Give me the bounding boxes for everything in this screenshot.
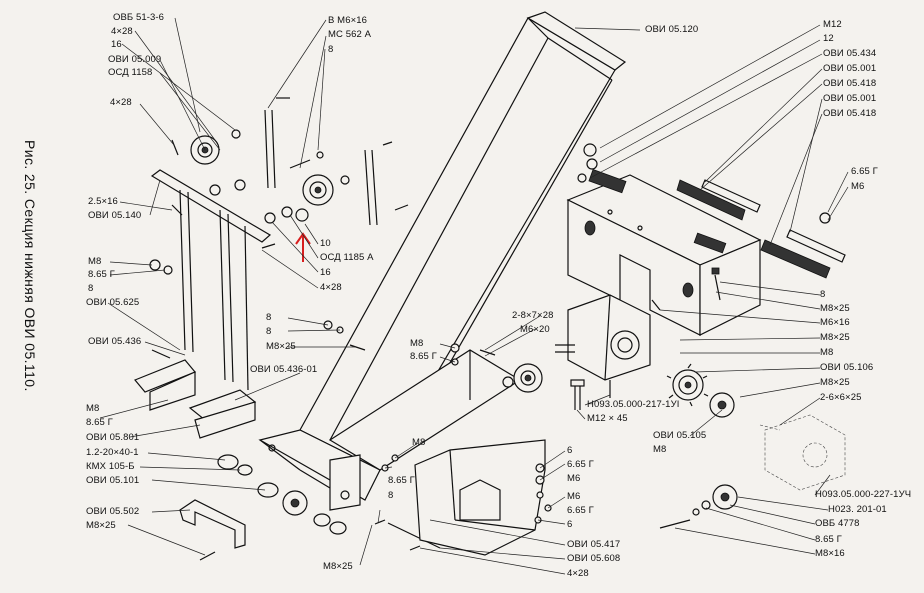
gearbox-227 [759, 414, 846, 491]
part-label: 2-6×6×25 [820, 392, 862, 403]
part-label: ОСД 1185 А [320, 252, 374, 263]
part-label: М8×16 [815, 548, 845, 559]
part-label: 6 [567, 445, 573, 456]
part-label: 16 [320, 267, 331, 278]
bolt-m12 [570, 379, 585, 410]
part-label: М8×25 [266, 341, 296, 352]
part-label: 6.65 Г [567, 505, 594, 516]
part-label: М8 [412, 437, 426, 448]
part-label: 8.65 Г [388, 475, 415, 486]
part-label: ОВИ 05.417 [567, 539, 621, 550]
part-label: ОВИ 05.418 [823, 78, 877, 89]
part-label: 1.2-20×40-1 [86, 447, 139, 458]
gearbox-217 [555, 294, 651, 398]
sprocket-mid [502, 363, 543, 393]
part-label: ОВИ 05.009 [108, 54, 162, 65]
part-label: М6×20 [520, 324, 550, 335]
brush-strips [676, 179, 846, 279]
part-label: М8×25 [820, 332, 850, 343]
part-label: Н023. 201-01 [828, 504, 887, 515]
part-label: КМХ 105-Б [86, 461, 135, 472]
part-label: 8.65 Г [815, 534, 842, 545]
part-label: 6.65 Г [851, 166, 878, 177]
part-label: ОВИ 05.434 [823, 48, 877, 59]
part-label: М12 [823, 19, 842, 30]
part-label: ОВИ 05.105 [653, 430, 707, 441]
part-label: М8 [86, 403, 100, 414]
part-label: ОВБ 4778 [815, 518, 860, 529]
part-label: 2-8×7×28 [512, 310, 554, 321]
part-label: М8 [820, 347, 834, 358]
part-label: М8 [653, 444, 667, 455]
part-label: 16 [111, 39, 122, 50]
part-label: Н093.05.000-227-1УЧ [815, 489, 912, 500]
left-fasteners [149, 259, 496, 366]
part-label: 8 [266, 326, 272, 337]
part-label: 6 [567, 519, 573, 530]
part-label: М6×16 [820, 317, 850, 328]
sprocket-lower-right [659, 484, 738, 529]
part-label: 4×28 [110, 97, 132, 108]
part-label: М8×25 [323, 561, 353, 572]
part-label: 8 [820, 289, 826, 300]
part-label: ОВИ 05.418 [823, 108, 877, 119]
part-label: 10 [320, 238, 331, 249]
part-label: МС 562 А [328, 29, 372, 40]
part-label: 8 [328, 44, 334, 55]
frame-box [566, 169, 762, 336]
sprocket-right-2 [709, 392, 735, 418]
part-label: М6 [851, 181, 865, 192]
part-label: М6 [567, 473, 581, 484]
part-label: ОВИ 05.140 [88, 210, 142, 221]
sprocket-right-1 [666, 363, 709, 407]
bottom-left-parts [179, 454, 441, 561]
part-label: М8×25 [820, 303, 850, 314]
part-label: ОВИ 05.436 [88, 336, 142, 347]
left-upper-frame [134, 169, 272, 439]
part-label: 4×28 [320, 282, 342, 293]
left-sprockets [171, 97, 409, 249]
part-label: 8 [88, 283, 94, 294]
part-label: 6.65 Г [567, 459, 594, 470]
part-label: М8 [88, 256, 102, 267]
part-label: ОВИ 05.001 [823, 93, 877, 104]
part-label: ОВИ 05.801 [86, 432, 140, 443]
part-label: ОВИ 05.101 [86, 475, 140, 486]
part-label: 4×28 [111, 26, 133, 37]
part-label: М12 × 45 [587, 413, 628, 424]
part-label: ОВИ 05.625 [86, 297, 140, 308]
part-label: В М6×16 [328, 15, 367, 26]
part-label: ОВИ 05.436-01 [250, 364, 318, 375]
part-label: 8.65 Г [88, 269, 115, 280]
part-label: 12 [823, 33, 834, 44]
leader-lines [99, 17, 849, 575]
part-label: ОВБ 51-3-6 [113, 12, 165, 23]
part-label: Н093.05.000-217-1УI [587, 399, 680, 410]
part-label: 8 [266, 312, 272, 323]
part-label: М8 [410, 338, 424, 349]
part-label: ОВИ 05.502 [86, 506, 140, 517]
box-fasteners [577, 143, 831, 311]
part-label: М8×25 [86, 520, 116, 531]
part-label: ОВИ 05.608 [567, 553, 621, 564]
part-label: М8×25 [820, 377, 850, 388]
part-label: 2.5×16 [88, 196, 118, 207]
part-label: М6 [567, 491, 581, 502]
chute-ovi-05-120 [258, 11, 627, 511]
part-label: ОВИ 05.001 [823, 63, 877, 74]
part-label: 8.65 Г [86, 417, 113, 428]
part-label: ОВИ 05.120 [645, 24, 699, 35]
part-label: 8 [388, 490, 394, 501]
part-label: ОСД 1158 [108, 67, 153, 78]
part-label: 4×28 [567, 568, 589, 579]
part-label: ОВИ 05.106 [820, 362, 874, 373]
red-arrow-up-icon [295, 232, 311, 262]
part-label: 8.65 Г [410, 351, 437, 362]
